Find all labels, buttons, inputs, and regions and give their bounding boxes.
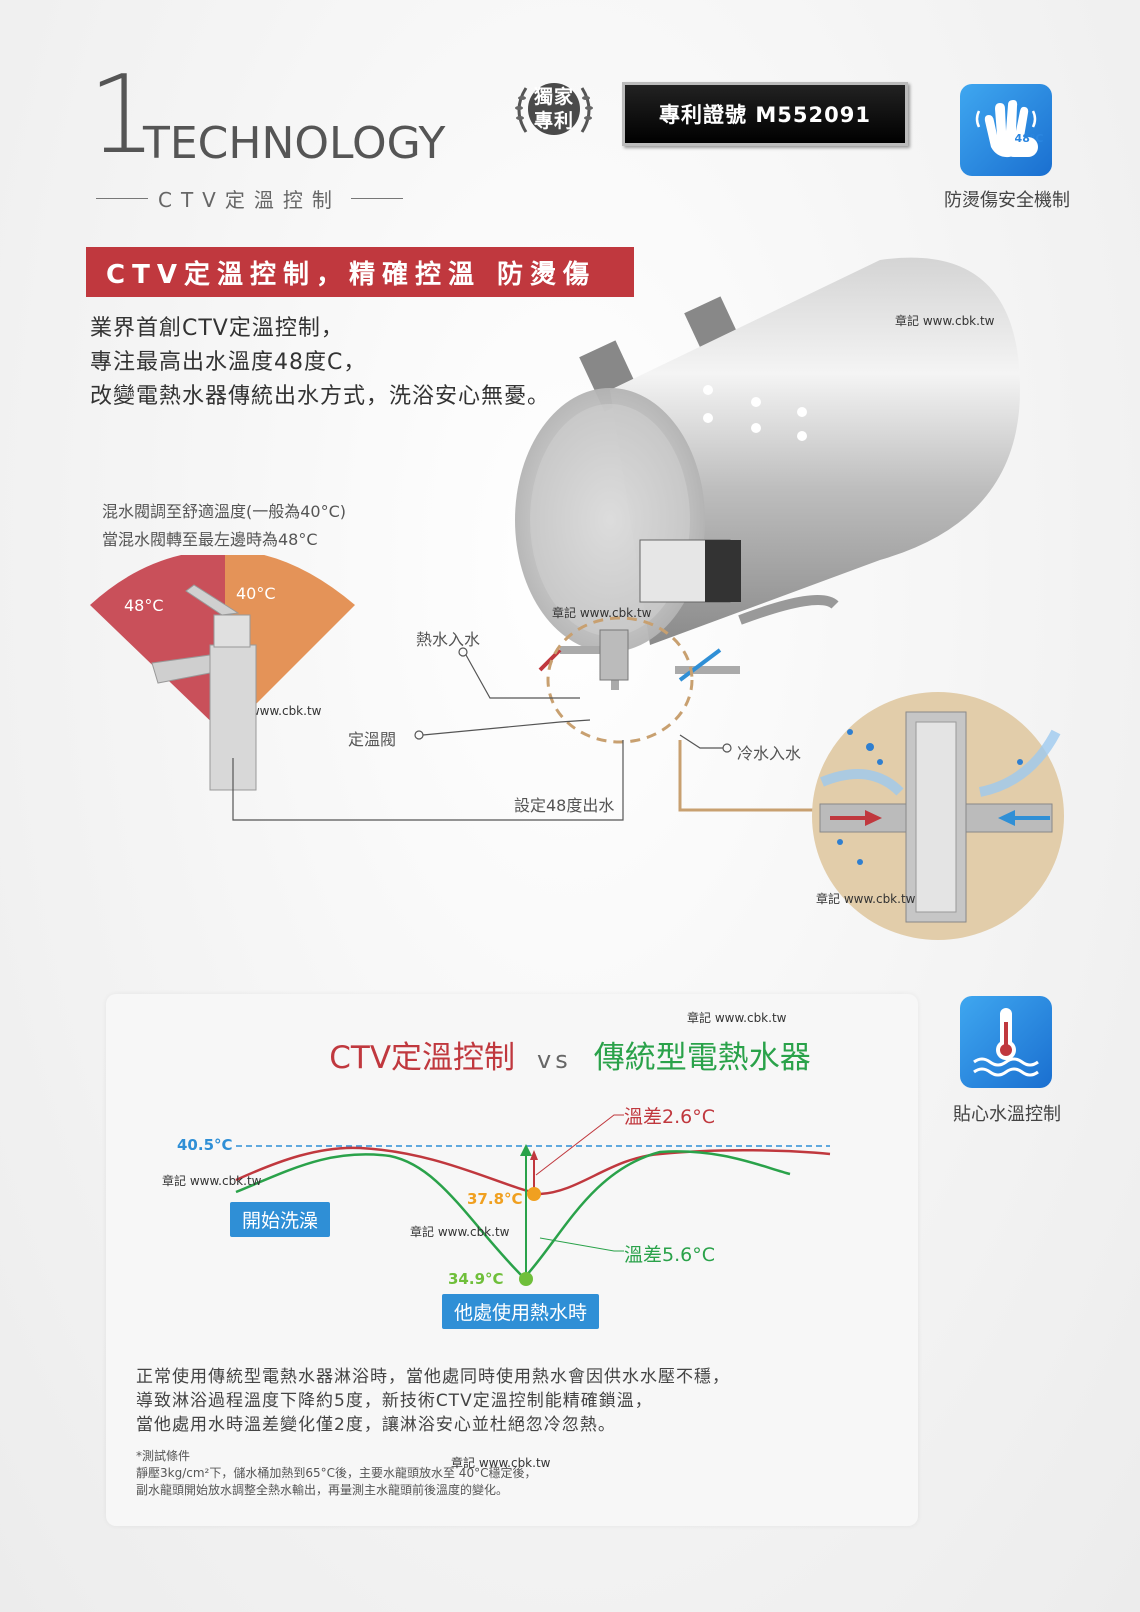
traditional-min-label: 34.9°C (448, 1270, 504, 1288)
ctv-diff-label: 溫差2.6°C (624, 1106, 715, 1128)
subtitle-text: CTV定溫控制 (158, 188, 341, 212)
hand-icon (975, 100, 1038, 158)
output-48-label: 設定48度出水 (514, 796, 615, 815)
paragraph-line-3: 當他處用水時溫差變化僅2度，讓淋浴安心並杜絕忽冷忽熱。 (136, 1415, 616, 1435)
water-heater-illustration (515, 257, 1020, 690)
test-line-2: 靜壓3kg/cm²下，儲水桶加熱到65°C後，主要水龍頭放水至 40°C穩定後， (136, 1466, 537, 1480)
watermark-1: 章記 www.cbk.tw (895, 314, 995, 328)
valve-highlight (546, 616, 694, 744)
test-line-3: 副水龍頭開始放水調整全熱水輸出，再量測主水龍頭前後溫度的變化。 (136, 1483, 509, 1497)
mixer-note-line-2: 當混水閥轉至最左邊時為48°C (102, 530, 318, 549)
temperature-fan (90, 555, 355, 791)
watermark-7: 章記 www.cbk.tw (410, 1225, 510, 1239)
title-traditional: 傳統型電熱水器 (593, 1040, 811, 1076)
ctv-min-point (527, 1187, 541, 1201)
fan-48-segment (90, 555, 225, 735)
fan-label-48: 48°C (124, 596, 164, 615)
thermometer-icon (973, 1008, 1039, 1077)
divider-right (350, 198, 403, 199)
title-vs: vs (537, 1046, 572, 1074)
mixer-note-line-1: 混水閥調至舒適溫度(一般為40°C) (102, 502, 347, 521)
start-shower-label: 開始洗澡 (230, 1202, 331, 1237)
intro-line-1: 業界首創CTV定溫控制， (90, 316, 344, 341)
test-conditions: *測試條件 靜壓3kg/cm²下，儲水桶加熱到65°C後，主要水龍頭放水至 40… (136, 1448, 536, 1499)
divider-left (96, 198, 148, 199)
ctv-min-label: 37.8°C (467, 1190, 523, 1208)
watermark-6: 章記 www.cbk.tw (162, 1174, 262, 1188)
intro-line-2: 專注最高出水溫度48度C， (90, 350, 367, 375)
diagram-lines (232, 647, 815, 821)
section-title: TECHNOLOGY (143, 118, 446, 169)
watermark-5: 章記 www.cbk.tw (687, 1011, 787, 1025)
intro-text: 業界首創CTV定溫控制， 專注最高出水溫度48度C， 改變電熱水器傳統出水方式，… (90, 312, 550, 414)
patent-number: 專利證號 M552091 (622, 82, 908, 146)
traditional-min-point (519, 1272, 533, 1286)
valve-cutaway-detail (812, 692, 1064, 940)
temperature-chart (235, 1114, 831, 1286)
water-temp-caption: 貼心水溫控制 (953, 1104, 1061, 1125)
burn-protection-badge: 48°C (960, 84, 1052, 176)
hand-icon-label: 48°C (1014, 132, 1044, 145)
fan-label-40: 40°C (236, 584, 276, 603)
comparison-card (106, 994, 918, 1526)
paragraph-line-1: 正常使用傳統型電熱水器淋浴時，當他處同時使用熱水會因供水水壓不穩， (136, 1367, 730, 1387)
watermark-2: 章記 www.cbk.tw (552, 606, 652, 620)
section-number: 1 (88, 53, 157, 178)
burn-protection-caption: 防燙傷安全機制 (944, 190, 1070, 211)
fan-40-segment (225, 555, 355, 735)
traditional-diff-label: 溫差5.6°C (624, 1244, 715, 1266)
watermark-4: 章記 www.cbk.tw (816, 892, 916, 906)
test-line-1: *測試條件 (136, 1449, 191, 1463)
paragraph-line-2: 導致淋浴過程溫度下降約5度，新技術CTV定溫控制能精確鎖溫， (136, 1391, 653, 1411)
watermark-8: 章記 www.cbk.tw (451, 1456, 551, 1470)
intro-line-3: 改變電熱水器傳統出水方式，洗浴安心無憂。 (90, 384, 551, 409)
seal-text: 獨家專利 (533, 86, 574, 132)
feature-banner: CTV定溫控制，精確控溫 防燙傷 (86, 247, 634, 297)
level-label: 40.5°C (177, 1136, 233, 1154)
mixer-note: 混水閥調至舒適溫度(一般為40°C) 當混水閥轉至最左邊時為48°C (102, 498, 346, 554)
comparison-paragraph: 正常使用傳統型電熱水器淋浴時，當他處同時使用熱水會因供水水壓不穩， 導致淋浴過程… (136, 1365, 730, 1437)
comparison-title: CTV定溫控制 vs 傳統型電熱水器 (0, 1032, 1140, 1077)
water-temp-badge (960, 996, 1052, 1088)
title-ctv: CTV定溫控制 (329, 1040, 516, 1076)
exclusive-patent-seal: 獨家專利 (510, 76, 598, 142)
cold-water-in-label: 冷水入水 (737, 744, 802, 763)
hot-water-in-label: 熱水入水 (416, 630, 481, 649)
thermostatic-valve-label: 定溫閥 (348, 730, 397, 749)
section-subtitle: CTV定溫控制 (86, 184, 413, 213)
other-use-label: 他處使用熱水時 (442, 1294, 600, 1329)
